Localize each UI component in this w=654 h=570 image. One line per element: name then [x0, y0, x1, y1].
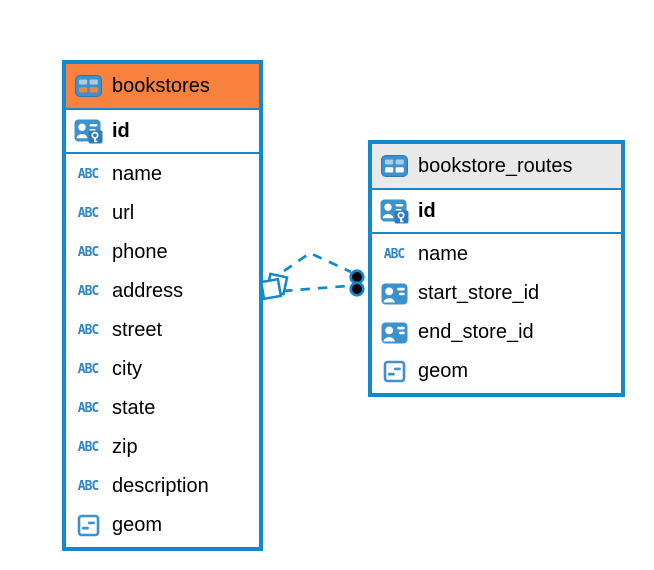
text-icon: ABC [383, 247, 406, 262]
column-name: url [112, 202, 135, 224]
column-name: street [112, 319, 163, 341]
column-row-city[interactable]: ABC city [66, 350, 259, 389]
column-row-state[interactable]: ABC state [66, 389, 259, 428]
column-name: geom [418, 360, 469, 382]
text-icon: ABC [77, 440, 100, 455]
geometry-icon [73, 514, 103, 537]
column-name: phone [112, 241, 168, 263]
column-row-address[interactable]: ABC address [66, 272, 259, 311]
text-icon: ABC [77, 401, 100, 416]
primary-key-row[interactable]: id [66, 110, 259, 152]
column-name: id [112, 119, 130, 142]
column-row-description[interactable]: ABC description [66, 467, 259, 506]
column-row-street[interactable]: ABC street [66, 311, 259, 350]
primary-key-icon [379, 199, 409, 224]
relationship-line-upper[interactable] [283, 251, 352, 274]
pk-separator [372, 232, 621, 234]
primary-key-row[interactable]: id [372, 190, 621, 232]
table-title: bookstore_routes [418, 154, 573, 177]
table-title: bookstores [112, 74, 210, 97]
text-icon: ABC [77, 167, 100, 182]
text-icon: ABC [77, 206, 100, 221]
table-header[interactable]: bookstores [66, 64, 259, 108]
relationship-line-lower[interactable] [282, 284, 348, 293]
column-row-end_store_id[interactable]: end_store_id [372, 313, 621, 352]
column-name: geom [112, 514, 163, 536]
reference-icon [379, 283, 409, 305]
column-name: state [112, 397, 156, 419]
table-header[interactable]: bookstore_routes [372, 144, 621, 188]
column-row-name[interactable]: ABC name [66, 155, 259, 194]
column-name: city [112, 358, 142, 380]
relationship-target-symbol[interactable] [349, 269, 365, 297]
table-icon [379, 155, 409, 177]
column-name: start_store_id [418, 282, 540, 304]
table-bookstore-routes[interactable]: bookstore_routes id ABC name start_store_i… [368, 140, 625, 397]
header-separator [372, 188, 621, 190]
column-name: address [112, 280, 184, 302]
text-icon: ABC [77, 245, 100, 260]
reference-icon [379, 322, 409, 344]
column-row-geom[interactable]: geom [66, 506, 259, 545]
header-separator [66, 108, 259, 110]
column-row-name[interactable]: ABC name [372, 235, 621, 274]
column-name: id [418, 199, 436, 222]
text-icon: ABC [77, 479, 100, 494]
column-name: description [112, 475, 209, 497]
table-icon [73, 75, 103, 97]
text-icon: ABC [77, 323, 100, 338]
text-icon: ABC [77, 284, 100, 299]
relationship-source-symbol[interactable] [259, 272, 289, 301]
column-row-url[interactable]: ABC url [66, 194, 259, 233]
column-row-start_store_id[interactable]: start_store_id [372, 274, 621, 313]
column-row-phone[interactable]: ABC phone [66, 233, 259, 272]
primary-key-icon [73, 119, 103, 144]
column-row-geom[interactable]: geom [372, 352, 621, 391]
column-name: zip [112, 436, 138, 458]
geometry-icon [379, 360, 409, 383]
pk-separator [66, 152, 259, 154]
text-icon: ABC [77, 362, 100, 377]
column-row-zip[interactable]: ABC zip [66, 428, 259, 467]
column-name: end_store_id [418, 321, 534, 343]
column-name: name [112, 163, 163, 185]
column-name: name [418, 243, 469, 265]
